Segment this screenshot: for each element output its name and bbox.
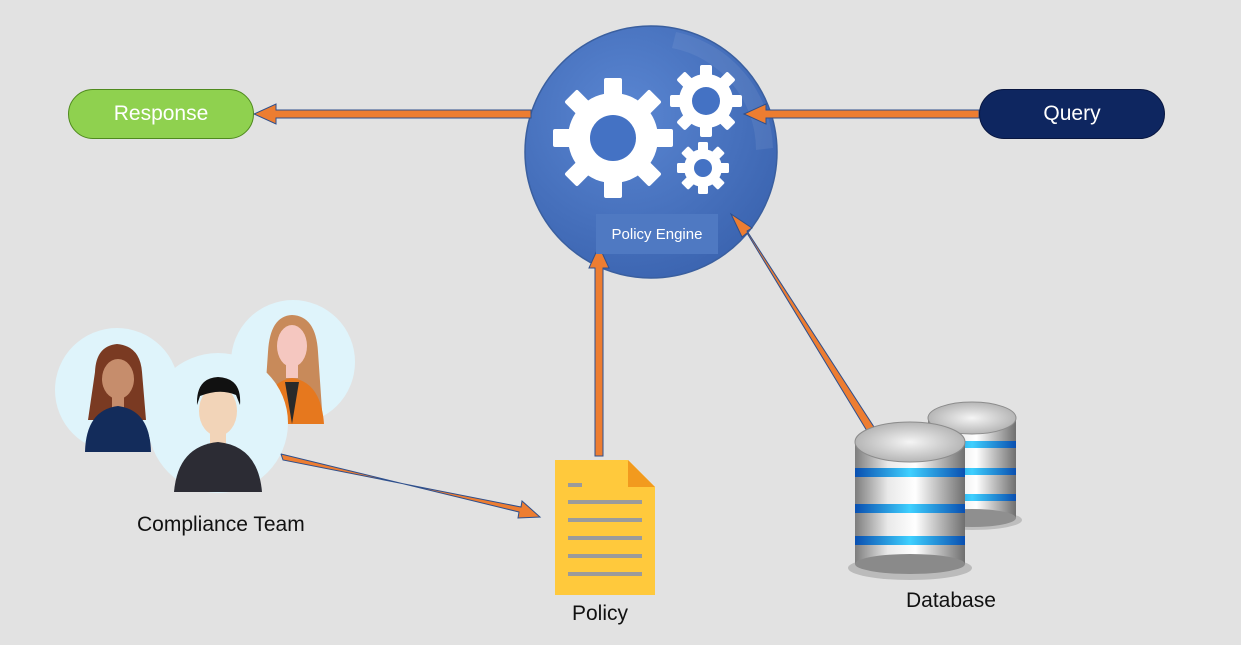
document-icon <box>555 460 655 595</box>
person-icon <box>55 328 179 452</box>
response-label: Response <box>113 102 209 125</box>
compliance-team-label: Compliance Team <box>137 513 305 536</box>
arrow-policy-to-engine <box>588 244 610 457</box>
arrow-database-to-engine <box>729 212 875 432</box>
database-icon <box>848 401 1022 580</box>
policy-engine-label: Policy Engine <box>596 214 718 254</box>
arrow-engine-to-response <box>252 103 532 125</box>
response-node: Response <box>68 89 254 139</box>
database-label: Database <box>906 589 996 612</box>
query-label: Query <box>1043 102 1101 125</box>
arrow-query-to-engine <box>742 103 980 125</box>
arrow-team-to-policy <box>280 453 542 519</box>
policy-label: Policy <box>572 602 629 625</box>
gears-icon <box>553 65 742 198</box>
person-icon <box>148 353 288 493</box>
compliance-team-icon <box>55 300 355 493</box>
query-node: Query <box>979 89 1165 139</box>
